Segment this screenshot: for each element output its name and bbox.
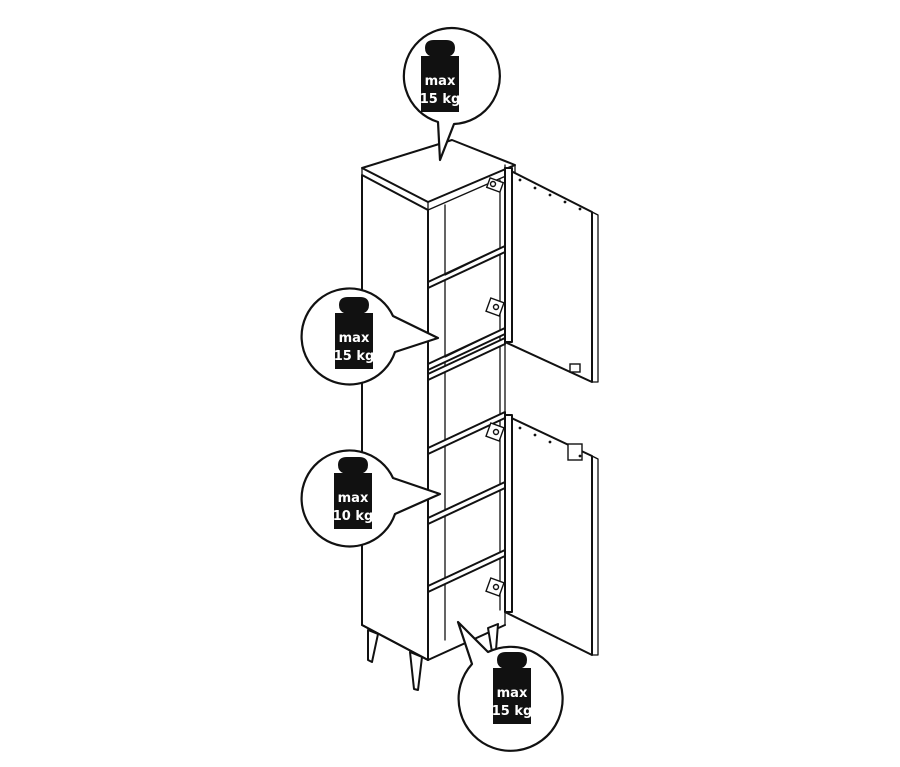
weight-icon: max 15 kg bbox=[492, 652, 533, 724]
door-handle-lower bbox=[567, 443, 583, 461]
door-handle-upper bbox=[569, 363, 581, 373]
load-label-line1: max bbox=[339, 331, 370, 346]
weight-icon: max 15 kg bbox=[334, 297, 375, 369]
load-callout-top: max 15 kg bbox=[402, 26, 501, 162]
cabinet-side-panel bbox=[361, 174, 429, 661]
load-label-line2: 15 kg bbox=[334, 349, 375, 364]
load-label-line1: max bbox=[425, 74, 456, 89]
lower-door-edge bbox=[504, 414, 513, 613]
load-callout-middle-upper: max 15 kg bbox=[300, 287, 440, 386]
weight-icon: max 15 kg bbox=[420, 40, 461, 112]
hinge-icon bbox=[485, 177, 505, 193]
load-callout-bottom: max 15 kg bbox=[456, 620, 564, 752]
hinges bbox=[485, 177, 505, 597]
hinge-icon bbox=[485, 422, 505, 442]
weight-icon: max 10 kg bbox=[333, 457, 374, 529]
legs bbox=[367, 623, 499, 691]
shelf-divider bbox=[427, 337, 506, 381]
load-label-line2: 10 kg bbox=[333, 509, 374, 524]
shelf-4 bbox=[427, 481, 506, 525]
load-label-line1: max bbox=[338, 491, 369, 506]
hinge-dots bbox=[518, 178, 582, 458]
load-label-line2: 15 kg bbox=[492, 704, 533, 719]
cabinet bbox=[361, 139, 516, 691]
load-label-line1: max bbox=[497, 686, 528, 701]
shelves bbox=[427, 245, 506, 593]
upper-door-edge bbox=[504, 167, 513, 343]
load-callout-middle-lower: max 10 kg bbox=[300, 449, 442, 548]
hinge-icon bbox=[485, 577, 505, 597]
leg-back-left bbox=[367, 629, 379, 663]
leg-front-left bbox=[409, 651, 423, 691]
doors bbox=[504, 167, 599, 656]
upper-door bbox=[504, 167, 593, 383]
hinge-icon bbox=[485, 297, 505, 317]
load-label-line2: 15 kg bbox=[420, 92, 461, 107]
